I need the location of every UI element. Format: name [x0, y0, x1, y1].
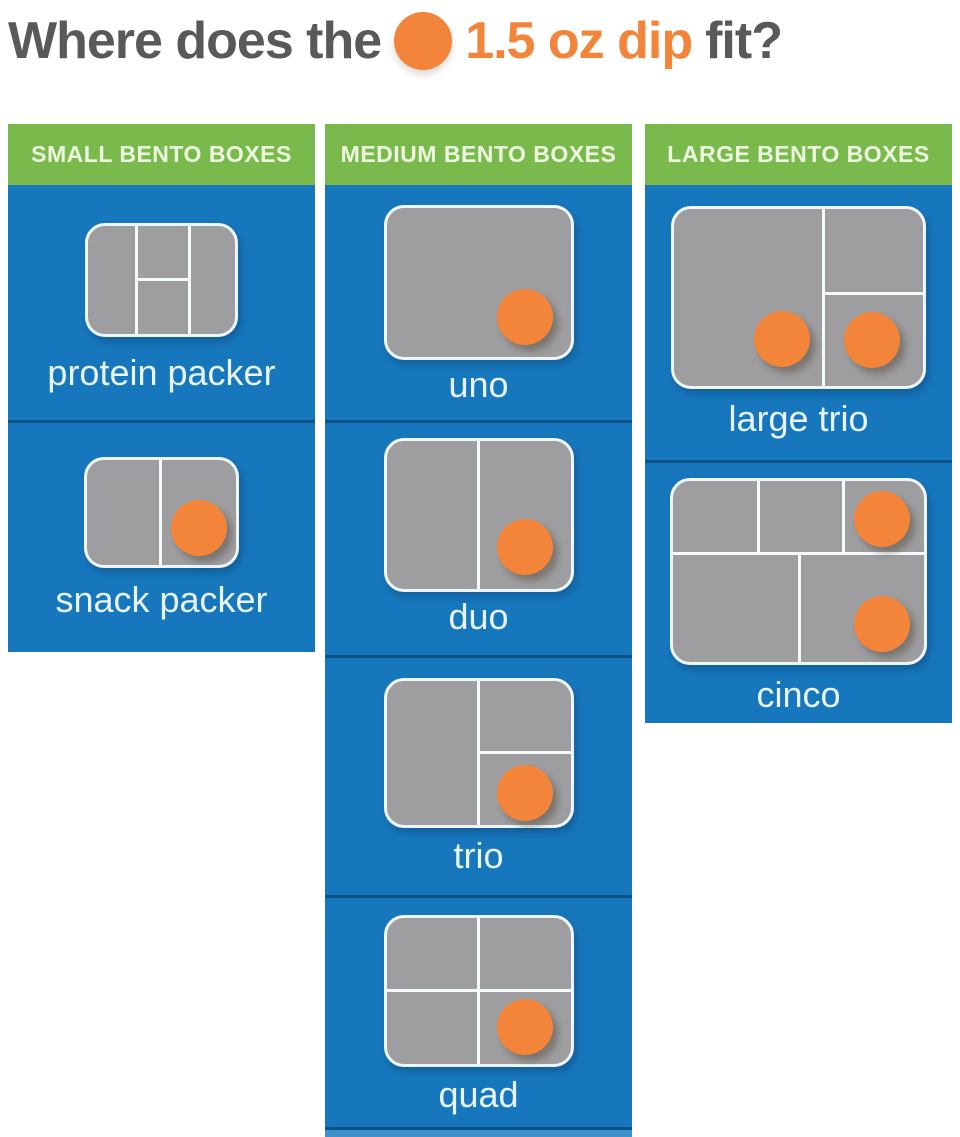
bento-box-quad [383, 915, 574, 1067]
column-medium-bento-boxes: MEDIUM BENTO BOXES uno duo trio [325, 124, 632, 1137]
compartment-divider [842, 481, 845, 552]
compartment-divider [476, 441, 480, 589]
column-small-bento-boxes: SMALL BENTO BOXES protein packer snack p… [8, 124, 315, 652]
compartment-divider [135, 278, 191, 281]
column-header-large: LARGE BENTO BOXES [645, 124, 952, 185]
dip-icon [394, 12, 453, 70]
cell-label-trio: trio [453, 835, 504, 876]
column-large-bento-boxes: LARGE BENTO BOXES large trio cinco [645, 124, 952, 723]
dip-icon [496, 289, 553, 345]
cell-label-large-trio: large trio [728, 398, 869, 439]
compartment-divider [822, 292, 923, 295]
compartment-divider [798, 552, 801, 662]
cell-label-cinco: cinco [756, 674, 841, 715]
cell-label-quad: quad [438, 1074, 519, 1115]
cell-trio: trio [325, 655, 632, 895]
bento-box-large-trio [671, 206, 926, 389]
cell-label-snack-packer: snack packer [55, 579, 268, 620]
compartment-divider [386, 989, 571, 992]
bento-box-protein-packer [85, 223, 238, 337]
cell-quad: quad [325, 895, 632, 1127]
bento-box-snack-packer [84, 457, 239, 568]
dip-icon [496, 765, 553, 821]
cell-uno: uno [325, 185, 632, 420]
bento-box-trio [383, 678, 574, 828]
bento-box-cinco [670, 478, 927, 665]
dip-icon [854, 596, 910, 652]
cell-snack-packer: snack packer [8, 420, 315, 652]
compartment-divider [822, 209, 825, 386]
cell-protein-packer: protein packer [8, 185, 315, 420]
dip-icon [171, 500, 227, 556]
compartment-divider [476, 751, 571, 754]
bento-box-duo [383, 438, 574, 592]
bento-box-uno [383, 205, 574, 360]
dip-icon [496, 999, 553, 1055]
title-dip-label: 1.5 oz dip [465, 12, 693, 70]
cropped-next-cell-strip [325, 1127, 632, 1137]
compartment-divider [159, 460, 162, 565]
title-suffix: fit? [705, 12, 783, 70]
cell-large-trio: large trio [645, 185, 952, 460]
cell-label-duo: duo [448, 596, 509, 637]
cell-duo: duo [325, 420, 632, 655]
column-header-medium: MEDIUM BENTO BOXES [325, 124, 632, 185]
cell-label-uno: uno [448, 364, 509, 405]
compartment-divider [757, 481, 760, 552]
dip-icon [496, 519, 553, 575]
title-prefix: Where does the [8, 12, 382, 70]
page-title: Where does the 1.5 oz dip fit? [8, 6, 958, 76]
cell-label-protein-packer: protein packer [47, 352, 276, 393]
dip-icon [754, 311, 810, 367]
dip-icon [844, 312, 900, 368]
column-header-small: SMALL BENTO BOXES [8, 124, 315, 185]
dip-icon [854, 491, 910, 547]
cell-cinco: cinco [645, 460, 952, 723]
